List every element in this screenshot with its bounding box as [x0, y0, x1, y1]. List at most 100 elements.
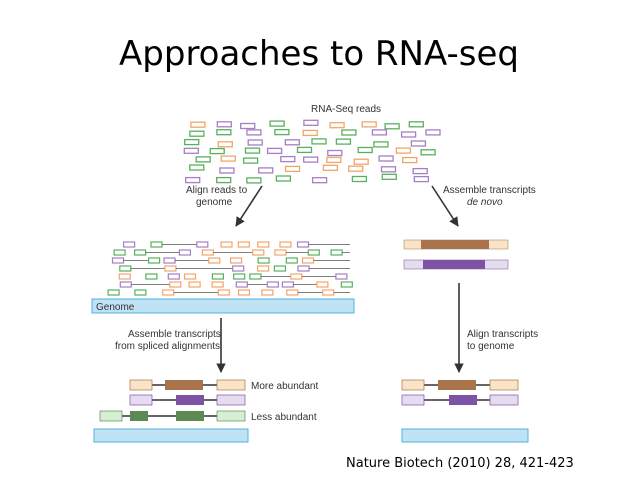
exon — [99, 410, 123, 422]
read — [361, 121, 377, 128]
read — [413, 175, 429, 183]
aligned-read — [107, 289, 120, 296]
exon — [176, 411, 204, 421]
rna-seq-reads — [183, 119, 441, 184]
aligned-read — [274, 249, 287, 256]
read — [189, 130, 205, 137]
assemble-spliced-label-1: Assemble transcripts — [128, 329, 221, 340]
aligned-read — [220, 241, 233, 248]
exon — [176, 395, 204, 405]
aligned-read — [119, 281, 132, 288]
aligned-read — [183, 273, 197, 280]
exon — [401, 394, 425, 406]
genome-bar-bottom-right — [401, 428, 529, 443]
aligned-read — [316, 281, 329, 288]
exon — [216, 394, 246, 406]
aligned-read — [163, 257, 176, 264]
read — [400, 131, 417, 138]
aligned-read — [134, 289, 147, 296]
aligned-transcripts-right — [401, 379, 519, 406]
read — [303, 156, 319, 163]
read — [216, 121, 232, 128]
read — [216, 129, 232, 136]
read — [353, 158, 369, 165]
read — [284, 165, 301, 173]
read — [378, 155, 394, 162]
de-novo-transcript-2-core — [423, 260, 485, 269]
read — [373, 141, 389, 148]
read — [302, 129, 318, 137]
aligned-read — [188, 281, 201, 288]
exon — [129, 379, 153, 391]
read — [183, 147, 199, 154]
align-to-genome-label-2: genome — [196, 197, 233, 208]
read — [195, 156, 211, 163]
aligned-read — [145, 273, 158, 280]
read — [402, 156, 418, 164]
aligned-read — [279, 241, 292, 248]
read — [246, 177, 262, 184]
read — [395, 147, 411, 154]
read — [326, 156, 342, 164]
aligned-read — [162, 289, 175, 296]
read — [296, 146, 313, 154]
reads-label: RNA-Seq reads — [311, 104, 381, 115]
aligned-read — [122, 241, 136, 248]
aligned-read — [257, 241, 270, 248]
aligned-read — [237, 289, 251, 296]
align-to-genome-label-1: Align reads to — [186, 185, 248, 196]
read — [357, 146, 373, 154]
aligned-read — [249, 273, 262, 280]
assemble-arrow-right — [431, 185, 459, 227]
read — [269, 120, 285, 127]
exon — [489, 394, 519, 406]
assemble-de-novo-label-2: de novo — [467, 197, 503, 208]
read — [327, 149, 343, 157]
aligned-read — [261, 289, 274, 296]
read — [410, 140, 427, 147]
aligned-read — [111, 257, 125, 264]
aligned-read — [252, 249, 265, 256]
citation: Nature Biotech (2010) 28, 421-423 — [346, 456, 574, 471]
read — [247, 139, 263, 146]
read — [351, 175, 368, 183]
read — [217, 141, 233, 148]
exon — [216, 410, 246, 422]
aligned-read — [286, 289, 299, 296]
exon — [129, 394, 153, 406]
aligned-read — [237, 241, 250, 248]
exon — [130, 411, 148, 421]
read — [266, 147, 283, 155]
aligned-read — [208, 257, 221, 264]
read — [219, 167, 235, 174]
aligned-read — [167, 273, 180, 280]
genome-bar-bottom-left — [93, 428, 249, 443]
read — [240, 122, 256, 130]
read — [329, 122, 345, 129]
read — [258, 167, 274, 174]
aligned-read — [211, 281, 224, 288]
read — [311, 177, 328, 184]
exon — [489, 379, 519, 391]
aligned-read — [233, 273, 246, 280]
spliced-transcripts-left — [99, 379, 246, 422]
genome-label: Genome — [96, 302, 135, 313]
read — [284, 139, 300, 146]
aligned-read — [257, 257, 270, 264]
read — [380, 166, 397, 173]
read — [209, 147, 225, 155]
read — [384, 123, 400, 130]
read — [322, 164, 339, 171]
aligned-read — [330, 249, 343, 256]
aligned-read — [340, 281, 353, 288]
aligned-read — [164, 265, 177, 272]
read — [275, 175, 292, 182]
exon — [165, 380, 203, 390]
read — [412, 167, 428, 175]
exon — [449, 395, 477, 405]
aligned-read — [134, 249, 147, 256]
aligned-read — [297, 265, 310, 272]
aligned-read — [148, 257, 161, 264]
aligned-read — [296, 241, 310, 248]
